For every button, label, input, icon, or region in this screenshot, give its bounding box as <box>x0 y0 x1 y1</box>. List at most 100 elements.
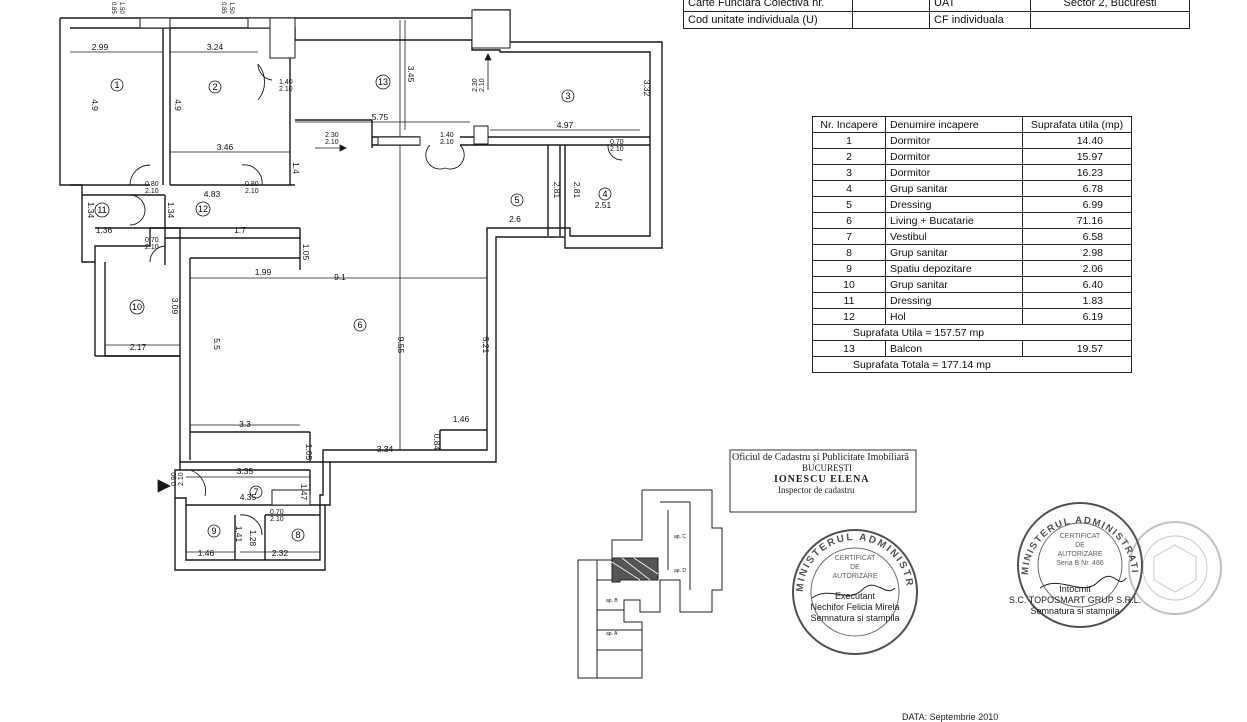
room-11-label: 11 <box>97 205 106 215</box>
room-13-label: 13 <box>378 77 388 87</box>
signature-executant <box>811 584 896 599</box>
dimension-label: 3.46 <box>217 142 234 152</box>
room-name: Grup sanitar <box>885 244 1023 261</box>
svg-text:2.30: 2.30 <box>472 78 479 92</box>
svg-text:0.80: 0.80 <box>145 181 159 188</box>
room-number: 11 <box>812 292 886 309</box>
dimension-label: 1.41 <box>234 526 244 543</box>
dimension-label: 3.32 <box>642 80 652 97</box>
svg-text:1.40: 1.40 <box>279 79 293 86</box>
svg-text:1.50: 1.50 <box>118 2 124 14</box>
dimension-label: 1.4 <box>291 162 301 174</box>
dimension-label: 1.28 <box>248 530 258 547</box>
table-row: 13 Balcon 19.57 <box>812 340 1132 357</box>
dimension-label: 5.5 <box>212 338 222 350</box>
room-number: 8 <box>812 244 886 261</box>
room-number: 5 <box>812 196 886 213</box>
table-row: Suprafata Totala = 177.14 mp <box>812 356 1132 373</box>
executant-caption: Semnatura si stampila <box>810 613 900 623</box>
dimension-label: 9.55 <box>396 337 406 354</box>
room-name: Dormitor <box>885 132 1023 149</box>
opening-label: 0.702.10 <box>610 139 624 153</box>
dimension-label: 3.09 <box>170 298 180 315</box>
room-area: 16.23 <box>1022 164 1132 181</box>
room-10-label: 10 <box>132 302 142 312</box>
dimension-label: 1.34 <box>86 202 96 219</box>
room-1-label: 1 <box>114 80 119 90</box>
key-plan-labels: ap. C ap. D ap. B ap. A <box>606 534 686 637</box>
svg-text:0.90: 0.90 <box>171 472 178 486</box>
room-5-label: 5 <box>514 195 519 205</box>
svg-text:2.10: 2.10 <box>479 78 486 92</box>
header-cell: Sector 2, Bucuresti <box>1030 0 1190 12</box>
dimension-label: 1.05 <box>301 244 311 261</box>
room-name: Hol <box>885 308 1023 325</box>
room-name: Balcon <box>885 340 1023 357</box>
dimension-label: 2.99 <box>92 42 109 52</box>
ocpi-inspector-role: Inspector de cadastru <box>778 485 855 495</box>
svg-text:2.10: 2.10 <box>245 188 259 195</box>
room-marker-4: 4 <box>598 187 612 201</box>
dimension-label: 9.1 <box>334 272 346 282</box>
key-plan-label-a: ap. A <box>606 631 618 637</box>
room-name: Grup sanitar <box>885 180 1023 197</box>
header-cell <box>852 0 930 12</box>
room-number: 6 <box>812 212 886 229</box>
opening-label: 0.802.10 <box>145 181 159 195</box>
svg-text:0.70: 0.70 <box>270 509 284 516</box>
svg-text:2.10: 2.10 <box>325 139 339 146</box>
signature-intocmit <box>1039 575 1127 589</box>
dimension-label: 2.6 <box>509 214 521 224</box>
room-marker-6: 6 <box>353 318 367 332</box>
plan-door-swings <box>129 63 623 536</box>
room-area: 15.97 <box>1022 148 1132 165</box>
header-cell <box>852 11 930 29</box>
intocmit-company: S.C. TOPOSMART GRUP S.R.L. <box>1008 595 1142 605</box>
opening-label: 0.802.10 <box>245 181 259 195</box>
room-number: 7 <box>812 228 886 245</box>
svg-text:2.10: 2.10 <box>610 146 624 153</box>
opening-label: 0.702.10 <box>270 509 284 523</box>
room-area: 6.78 <box>1022 180 1132 197</box>
dimension-label: 2.81 <box>572 182 582 199</box>
dimension-label: 1.47 <box>299 484 309 501</box>
room-marker-8: 8 <box>291 528 305 542</box>
dimension-label: 5.75 <box>372 112 389 122</box>
room-name: Grup sanitar <box>885 276 1023 293</box>
header-cell: UAT <box>929 0 1031 12</box>
table-row: Carte Funciara Colectiva nr. UAT Sector … <box>683 0 1190 12</box>
room-6-label: 6 <box>357 320 362 330</box>
key-plan <box>577 489 723 679</box>
plan-arrows <box>70 51 640 553</box>
dimension-label: 4.9 <box>173 99 183 111</box>
room-name: Dormitor <box>885 164 1023 181</box>
room-number: 3 <box>812 164 886 181</box>
plan-columns <box>139 9 511 506</box>
dimension-label: 1.46 <box>198 548 215 558</box>
dimension-label: 1.34 <box>166 202 176 219</box>
svg-text:0.80: 0.80 <box>245 181 259 188</box>
plan-walls <box>59 9 663 571</box>
dimension-label: 1.46 <box>453 414 470 424</box>
svg-text:2.10: 2.10 <box>145 188 159 195</box>
opening-label: 0.702.10 <box>145 237 159 251</box>
room-number: 1 <box>812 132 886 149</box>
dimension-label: 2.51 <box>595 200 612 210</box>
room-3-label: 3 <box>565 91 570 101</box>
room-area: 2.98 <box>1022 244 1132 261</box>
svg-text:2.10: 2.10 <box>178 472 185 486</box>
header-cell <box>1030 11 1190 29</box>
room-marker-9: 9 <box>207 524 221 538</box>
